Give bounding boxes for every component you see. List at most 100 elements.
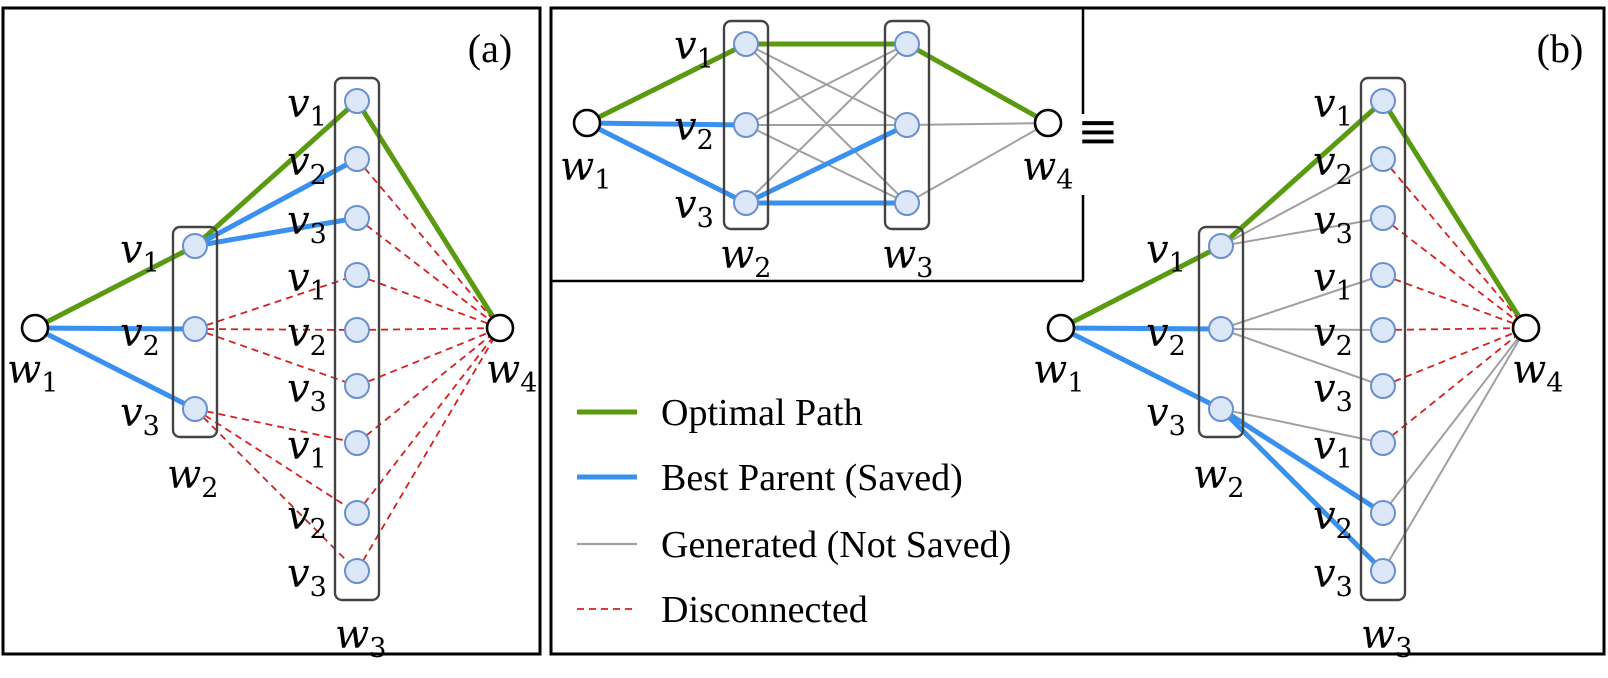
panel-a-w3-v2-label-subscript: 2 bbox=[310, 331, 327, 362]
inset-w4-label-subscript: 4 bbox=[1056, 165, 1073, 196]
panel-b-w3-v3-label-base: v bbox=[1313, 366, 1336, 412]
panel-a-w3-v3-label-subscript: 3 bbox=[310, 572, 327, 603]
panel-a-w2-v1-label-subscript: 1 bbox=[143, 248, 160, 279]
panel-a-w3-label: w3 bbox=[335, 612, 386, 664]
inset-v1-label-subscript: 1 bbox=[697, 44, 714, 75]
panel-b-w1-node bbox=[1046, 313, 1076, 343]
panel-a-w2-v3-label-base: v bbox=[120, 390, 143, 436]
panel-b-w33-w4-disconnected-edge bbox=[1382, 274, 1527, 329]
panel-a-w2v1-w3a-optimal-edge bbox=[193, 99, 359, 248]
panel-b-tag: (b) bbox=[1537, 26, 1584, 71]
panel-b-w2-v3-label: v3 bbox=[1146, 390, 1186, 442]
panel-b-w3-v2-node bbox=[1370, 146, 1396, 172]
panel-b-w3-v3-node bbox=[1370, 373, 1396, 399]
panel-a-w3-v3-label: v3 bbox=[287, 198, 327, 250]
panel-a-w1-label-subscript: 1 bbox=[41, 368, 58, 399]
panel-b-w38-w4-generated-edge bbox=[1382, 327, 1527, 572]
panel-b-w2-v2-label: v2 bbox=[1146, 310, 1186, 362]
inset-w3-label-subscript: 3 bbox=[916, 253, 933, 284]
panel-b-w3-v1-label-subscript: 1 bbox=[1336, 276, 1353, 307]
panel-a-w3-v2-label-subscript: 2 bbox=[310, 514, 327, 545]
panel-b-w2v1-w3c-generated-edge bbox=[1220, 217, 1384, 247]
panel-a-w3-v2-label-base: v bbox=[287, 310, 310, 356]
panel-b-w3-v3-label: v3 bbox=[1313, 551, 1353, 603]
panel-a-w2-v1-label: v1 bbox=[120, 227, 160, 279]
panel-a-w3-v2-label: v2 bbox=[287, 493, 327, 545]
inset-w3-label: w3 bbox=[882, 232, 933, 284]
panel-a-w3-v2-node bbox=[344, 146, 370, 172]
inset-w2-label-subscript: 2 bbox=[754, 253, 771, 284]
inset-w2-v3-node bbox=[733, 190, 759, 216]
panel-a-w3-v2-label-base: v bbox=[287, 493, 310, 539]
panel-b-w3-v1-label: v1 bbox=[1313, 255, 1353, 307]
panel-b-w3a-w4-optimal-edge bbox=[1380, 99, 1529, 330]
inset-v3-label-subscript: 3 bbox=[697, 203, 714, 234]
inset-w3-v1-node bbox=[894, 31, 920, 57]
panel-a-w3-v3-label-subscript: 3 bbox=[310, 387, 327, 418]
inset-v3-label: v3 bbox=[674, 182, 714, 234]
panel-b-w2-v1-label-subscript: 1 bbox=[1169, 248, 1186, 279]
legend-label-best: Best Parent (Saved) bbox=[661, 457, 963, 499]
panel-a-w3-label-subscript: 3 bbox=[369, 633, 386, 664]
panel-b-w2-label: w2 bbox=[1193, 452, 1244, 504]
panel-a-w2v1-w3c-best-edge bbox=[194, 215, 358, 249]
panel-a-w3-v2-node bbox=[344, 317, 370, 343]
panel-b-w2v3-w37-best-edge bbox=[1219, 406, 1385, 516]
legend-label-generated: Generated (Not Saved) bbox=[661, 524, 1011, 566]
panel-a-w3-v1-label: v1 bbox=[287, 81, 327, 133]
panel-b-w32-w4-disconnected-edge bbox=[1382, 217, 1527, 329]
panel-a-w2-v3-label-subscript: 3 bbox=[143, 411, 160, 442]
panel-a-w32-w4-disconnected-edge bbox=[356, 217, 501, 329]
legend-label-disconnected: Disconnected bbox=[661, 589, 868, 631]
panel-b-w3-v3-label-subscript: 3 bbox=[1336, 387, 1353, 418]
panel-b-w1-w2v1-optimal-edge bbox=[1059, 243, 1223, 331]
panel-a-w1-w2v3-best-edge bbox=[33, 325, 197, 412]
panel-b-w4-label-base: w bbox=[1512, 347, 1546, 393]
panel-a-w1-label: w1 bbox=[7, 347, 58, 399]
panel-a-w2-state-box bbox=[171, 225, 219, 439]
panel-b-w3-v2-node bbox=[1370, 317, 1396, 343]
panel-a-w3-v3-label: v3 bbox=[287, 551, 327, 603]
panel-a-w3-v2-label: v2 bbox=[287, 310, 327, 362]
panel-b-w3-v2-label: v2 bbox=[1313, 139, 1353, 191]
panel-b-w2-v1-node bbox=[1208, 233, 1234, 259]
panel-b-w3-v1-label-base: v bbox=[1313, 81, 1336, 127]
panel-b-w3-v3-node bbox=[1370, 558, 1396, 584]
panel-a-w2-v2-label: v2 bbox=[120, 310, 160, 362]
panel-b-w2v2-w34-generated-edge bbox=[1220, 328, 1384, 331]
panel-b-w3-v1-label-subscript: 1 bbox=[1336, 444, 1353, 475]
panel-b-w3-v2-label-base: v bbox=[1313, 493, 1336, 539]
panel-b-w3-v3-node bbox=[1370, 205, 1396, 231]
inset-w4-node bbox=[1033, 108, 1063, 138]
inset-w3v3-w4-generated-edge bbox=[906, 122, 1049, 204]
panel-b-w4-node bbox=[1511, 313, 1541, 343]
panel-b-w2-state-box bbox=[1197, 225, 1245, 439]
panel-a-w2-v2-node bbox=[182, 316, 208, 342]
panel-a-w3-v2-label: v2 bbox=[287, 139, 327, 191]
panel-b-w2v3-w38-best-edge bbox=[1219, 407, 1385, 573]
inset-w3-v3-node bbox=[894, 190, 920, 216]
panel-b-w3-v2-node bbox=[1370, 500, 1396, 526]
panel-b-w2-v3-label-subscript: 3 bbox=[1169, 411, 1186, 442]
inset-v2-label-subscript: 2 bbox=[697, 125, 714, 156]
inset-w1-label-base: w bbox=[560, 144, 594, 190]
equivalence-symbol: ≡ bbox=[1077, 102, 1119, 160]
panel-b-w37-w4-generated-edge bbox=[1382, 327, 1527, 514]
inset-w3-state-box bbox=[883, 19, 931, 231]
panel-b-w2v2-w35-generated-edge bbox=[1220, 328, 1384, 387]
panel-a-w3-v3-label-base: v bbox=[287, 198, 310, 244]
panel-a-w4-label-base: w bbox=[486, 347, 520, 393]
panel-b-w3-v3-label-base: v bbox=[1313, 551, 1336, 597]
panel-b-w2-label-subscript: 2 bbox=[1227, 473, 1244, 504]
panel-b-w3-v3-label-base: v bbox=[1313, 198, 1336, 244]
panel-b-w3-v1-label-base: v bbox=[1313, 423, 1336, 469]
state-boxes bbox=[171, 19, 1407, 602]
panel-b-w3-label-base: w bbox=[1361, 612, 1395, 658]
inset-w3-label-base: w bbox=[882, 232, 916, 278]
panel-a-w2v1-w3b-best-edge bbox=[193, 156, 359, 249]
panel-b-w4-label: w4 bbox=[1512, 347, 1563, 399]
panel-b-w3-label-subscript: 3 bbox=[1395, 633, 1412, 664]
